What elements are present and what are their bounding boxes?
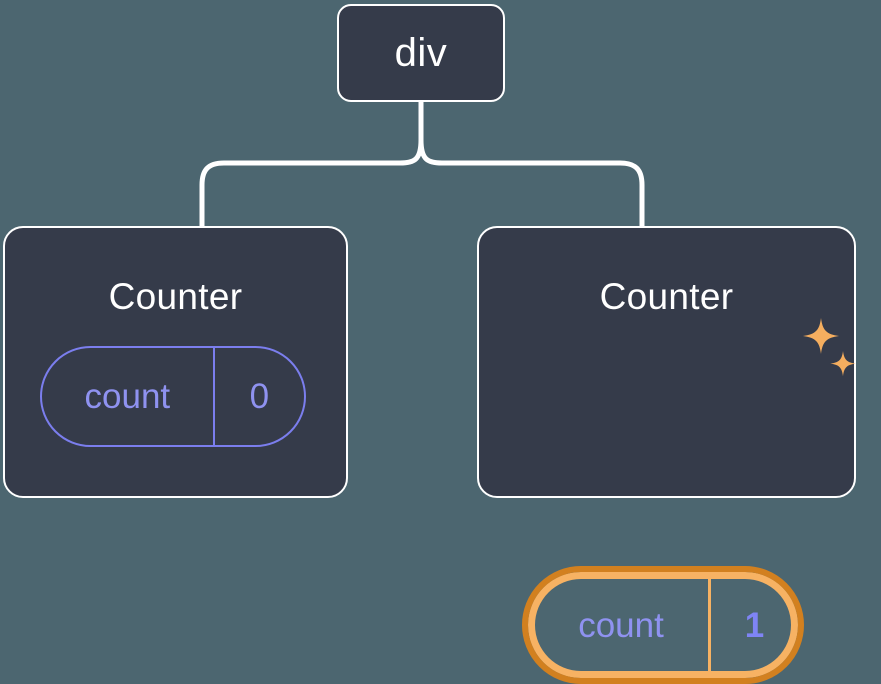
counter-right-title: Counter xyxy=(599,276,734,317)
edge-to-right-child xyxy=(418,137,645,229)
state-pill-right-key: count xyxy=(578,605,664,645)
state-pill-left-value: 0 xyxy=(249,377,270,416)
state-pill-left-divider xyxy=(212,348,215,445)
diagram-canvas: div Counter count 0 Counter count 1 xyxy=(3,4,856,684)
state-pill-right[interactable]: count 1 xyxy=(522,566,804,684)
node-root-div[interactable]: div xyxy=(337,4,505,102)
state-pill-left-key: count xyxy=(84,377,171,416)
root-node-label: div xyxy=(394,31,448,75)
state-pill-left-wrap: count 0 xyxy=(40,346,306,447)
state-pill-left[interactable]: count 0 xyxy=(40,346,306,447)
state-pill-right-value: 1 xyxy=(744,605,765,645)
state-pill-right-wrap: count 1 xyxy=(522,566,804,684)
counter-left-title: Counter xyxy=(108,276,243,317)
edge-to-left-child xyxy=(199,137,424,229)
node-counter-right[interactable]: Counter count 1 xyxy=(477,226,856,684)
